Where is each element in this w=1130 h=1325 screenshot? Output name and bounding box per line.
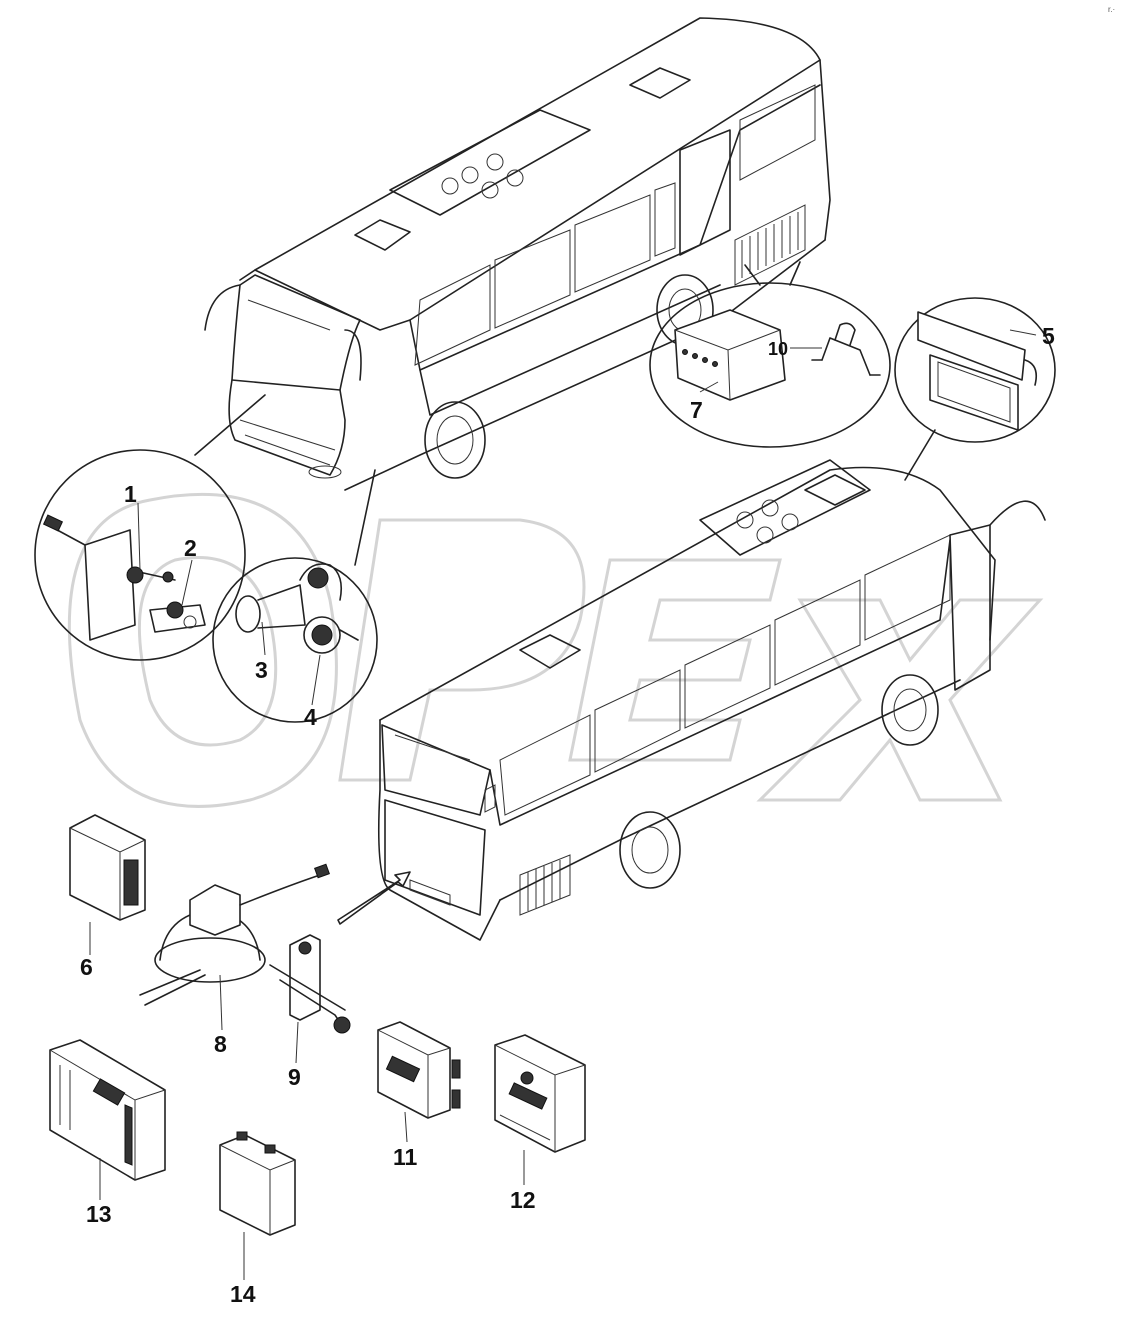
control-unit-14 [219, 1131, 296, 1236]
callout-13: 13 [86, 1201, 112, 1227]
callout-7: 7 [690, 397, 703, 423]
detail-circle-switches [34, 394, 266, 661]
control-unit-6 [69, 814, 146, 921]
detail-circle-horns [212, 469, 378, 723]
control-unit-11 [377, 1021, 461, 1119]
callout-1: 1 [124, 481, 137, 507]
pointer-arrow [337, 871, 411, 925]
watermark-logo [67, 492, 1044, 808]
bus-front-grille [734, 204, 806, 286]
camera-8 [139, 863, 330, 1006]
corner-mark: r.· [1108, 5, 1115, 14]
callout-12: 12 [510, 1187, 536, 1213]
bus-front-view [204, 17, 831, 491]
callout-5: 5 [1042, 323, 1055, 349]
detail-circle-mirror [894, 297, 1056, 481]
callout-4: 4 [304, 704, 317, 730]
leader-lines [89, 329, 1037, 1280]
callout-3: 3 [255, 657, 268, 683]
callout-8: 8 [214, 1031, 227, 1057]
control-unit-12 [494, 1034, 586, 1153]
sensor-9 [269, 934, 351, 1034]
callout-14: 14 [230, 1281, 256, 1307]
callout-10: 10 [768, 339, 788, 359]
callout-labels: 1 2 3 4 5 6 7 8 9 10 11 12 13 14 [80, 323, 1055, 1307]
bus-rear-grille [519, 854, 571, 916]
detail-circle-battery [649, 261, 891, 448]
callout-6: 6 [80, 954, 93, 980]
bus-rear-view [377, 459, 1046, 941]
callout-9: 9 [288, 1064, 301, 1090]
callout-2: 2 [184, 535, 197, 561]
callout-11: 11 [393, 1144, 418, 1170]
control-unit-13 [49, 1039, 166, 1181]
